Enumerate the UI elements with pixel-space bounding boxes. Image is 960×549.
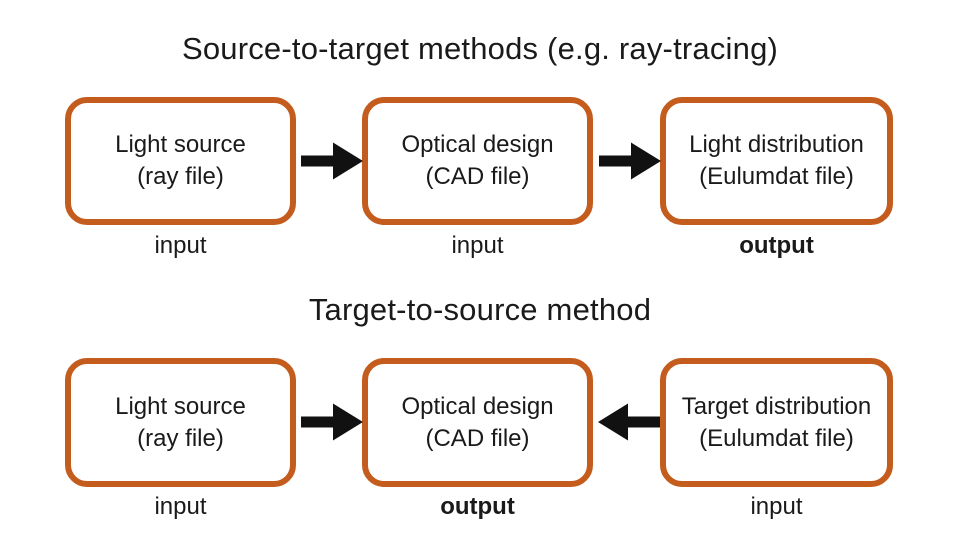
arrow-right-icon — [599, 142, 661, 180]
box-line2: (CAD file) — [425, 163, 530, 190]
box-line1: Light source — [115, 131, 246, 158]
box-light-source-bottom: Light source (ray file) — [65, 358, 296, 487]
arrow-right-icon — [301, 142, 363, 180]
io-label-input: input — [451, 232, 504, 259]
arrow-right-icon — [301, 403, 363, 441]
box-line2: (Eulumdat file) — [699, 424, 854, 452]
box-line2: (Eulumdat file) — [699, 163, 854, 190]
box-line1: Optical design — [401, 131, 554, 158]
io-label-output: output — [739, 232, 814, 259]
section-title-source-to-target: Source-to-target methods (e.g. ray-traci… — [181, 31, 779, 66]
io-label-input: input — [154, 232, 207, 259]
section-title-target-to-source: Target-to-source method — [308, 292, 652, 327]
box-line1: Light source — [115, 392, 246, 420]
box-target-distribution: Target distribution (Eulumdat file) — [660, 358, 893, 487]
box-optical-design-bottom: Optical design (CAD file) — [362, 358, 593, 487]
box-line2: (ray file) — [137, 424, 224, 452]
box-line1: Optical design — [401, 392, 554, 420]
box-light-source-top: Light source (ray file) — [65, 97, 296, 225]
box-line1: Target distribution — [681, 392, 872, 420]
io-label-input: input — [750, 493, 803, 520]
io-label-output: output — [440, 493, 515, 520]
io-label-input: input — [154, 493, 207, 520]
box-optical-design-top: Optical design (CAD file) — [362, 97, 593, 225]
box-line2: (ray file) — [137, 163, 224, 190]
box-light-distribution: Light distribution (Eulumdat file) — [660, 97, 893, 225]
box-line1: Light distribution — [689, 131, 864, 158]
arrow-left-icon — [598, 403, 660, 441]
box-line2: (CAD file) — [425, 424, 530, 452]
